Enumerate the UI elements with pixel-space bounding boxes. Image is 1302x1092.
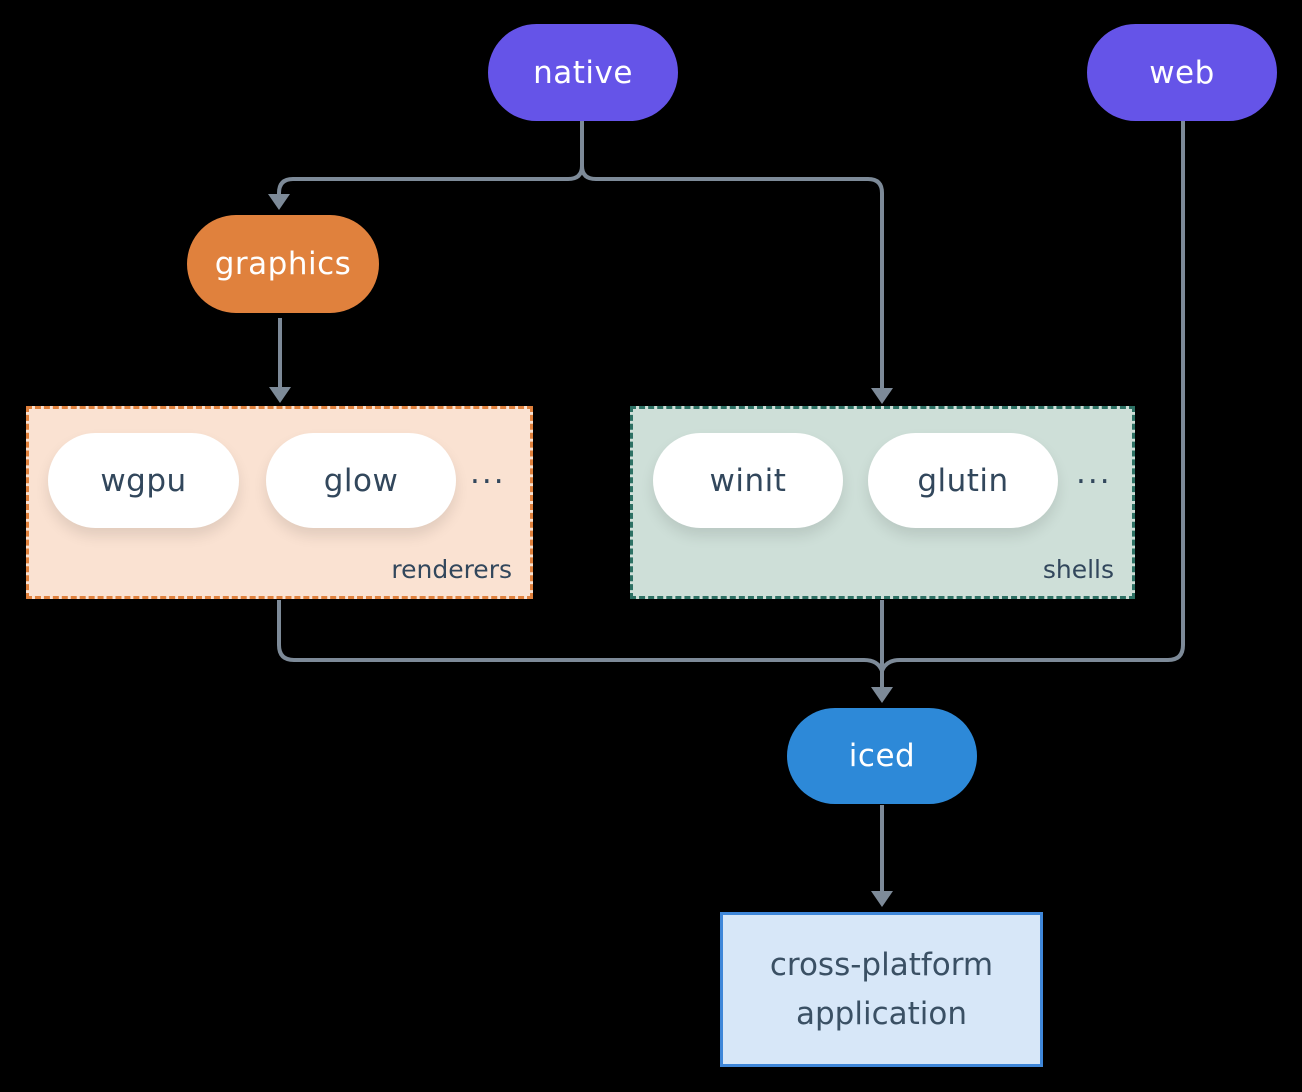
node-web: web	[1087, 24, 1277, 121]
arrowhead-graphics-icon	[268, 194, 290, 210]
node-winit-label: winit	[709, 462, 787, 499]
node-wgpu-label: wgpu	[100, 462, 187, 499]
edge-renderers-iced	[277, 600, 884, 672]
arrowhead-shells-icon	[871, 388, 893, 404]
node-glutin: glutin	[868, 433, 1058, 528]
shells-ellipsis: ...	[1076, 455, 1112, 491]
node-glutin-label: glutin	[917, 462, 1009, 499]
group-renderers-label: renderers	[391, 555, 512, 584]
node-graphics: graphics	[187, 215, 379, 313]
node-graphics-label: graphics	[214, 246, 352, 282]
arrowhead-iced-icon	[871, 687, 893, 703]
renderers-ellipsis: ...	[470, 455, 506, 491]
node-wgpu: wgpu	[48, 433, 239, 528]
edge-native-graphics	[277, 121, 584, 196]
node-iced: iced	[787, 708, 977, 804]
edge-web-iced	[880, 121, 1185, 672]
node-glow: glow	[266, 433, 456, 528]
node-web-label: web	[1149, 54, 1215, 91]
node-glow-label: glow	[323, 462, 399, 499]
node-winit: winit	[653, 433, 843, 528]
node-native-label: native	[533, 54, 633, 91]
arrowhead-renderers-icon	[269, 387, 291, 403]
node-native: native	[488, 24, 678, 121]
arrowhead-application-icon	[871, 891, 893, 907]
node-cross-platform-application: cross-platform application	[720, 912, 1043, 1067]
edge-native-shells	[580, 121, 884, 389]
node-iced-label: iced	[848, 738, 916, 774]
node-application-label: cross-platform application	[769, 947, 994, 1032]
group-shells-label: shells	[1042, 555, 1114, 584]
